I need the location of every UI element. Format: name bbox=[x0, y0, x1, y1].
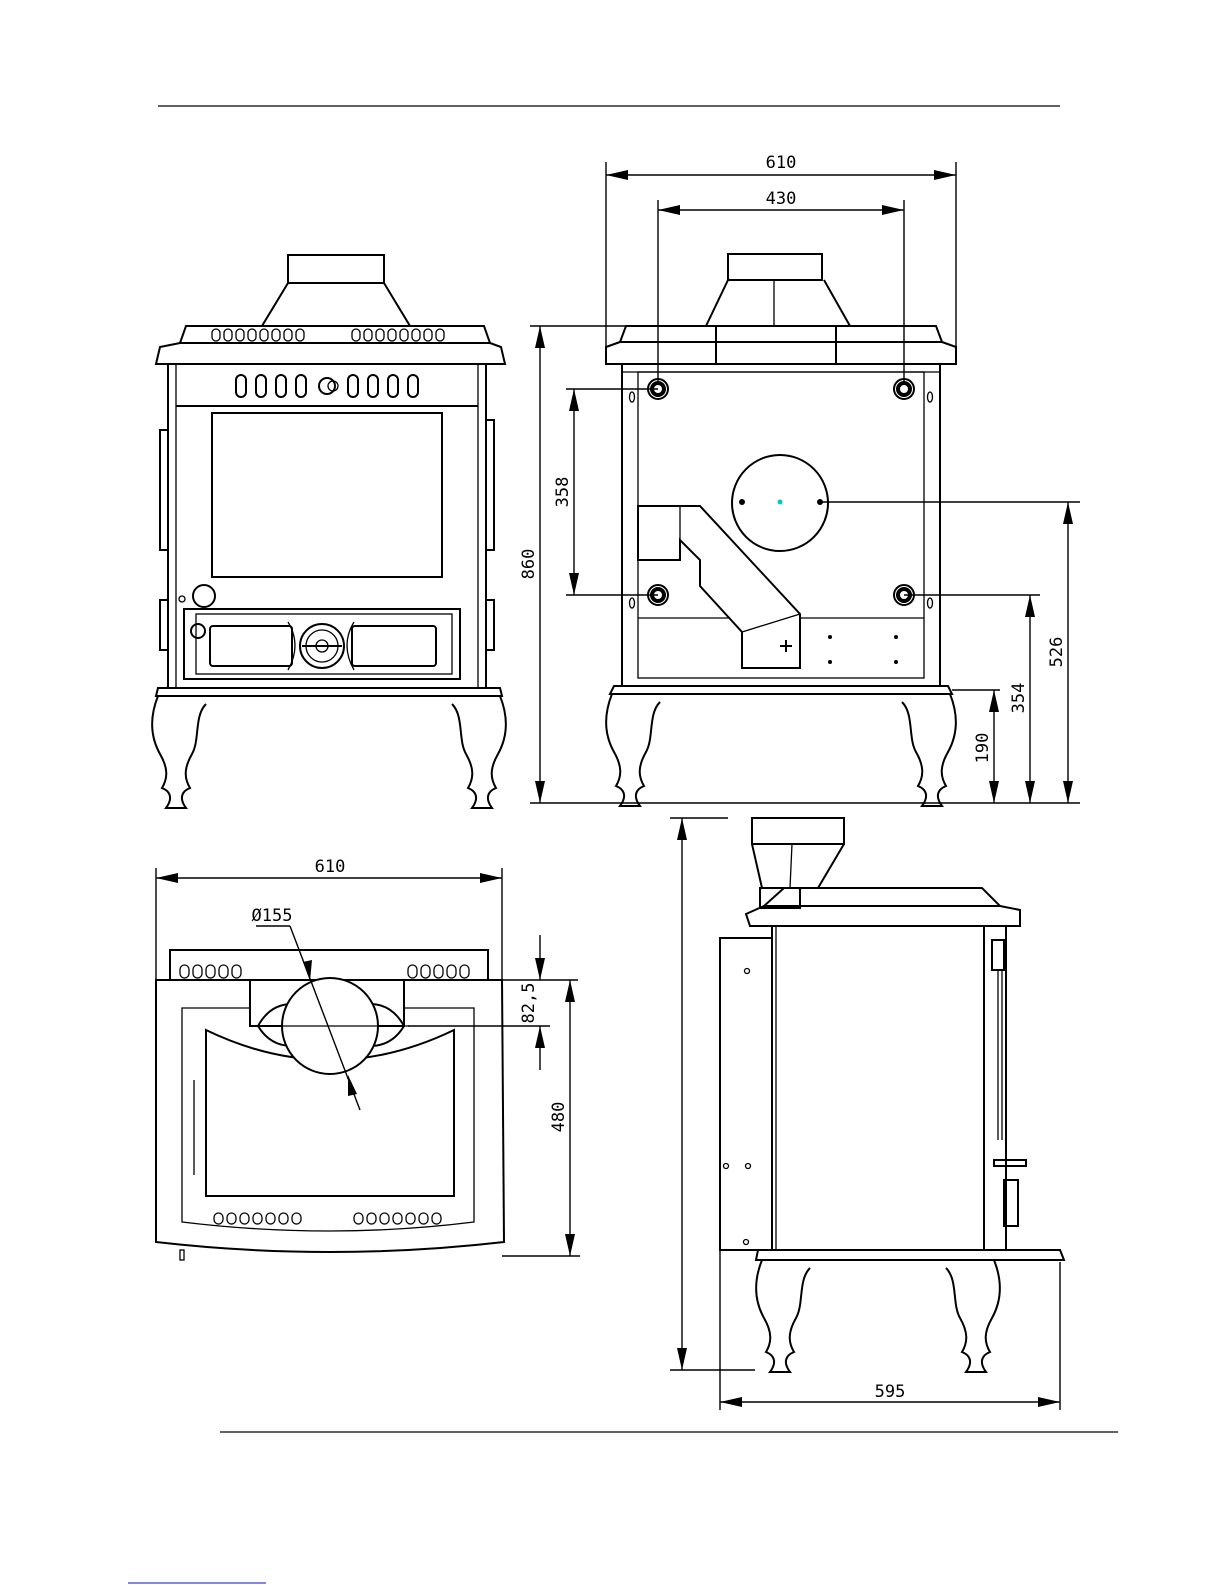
top-vent-row-left bbox=[212, 329, 304, 341]
dim-inlet-height: 190 bbox=[973, 733, 993, 764]
top-view-vents-front bbox=[214, 1213, 441, 1224]
side-view bbox=[720, 818, 1064, 1372]
rear-dimension-lines: 610 430 860 358 526 354 190 bbox=[519, 153, 1080, 803]
dim-flue-center-height: 526 bbox=[1047, 637, 1067, 668]
top-vent-row-right bbox=[352, 329, 444, 341]
dim-top-width: 610 bbox=[315, 857, 346, 877]
top-view-vents-left bbox=[180, 965, 241, 978]
dim-rear-width: 610 bbox=[766, 153, 797, 173]
top-view-vents-right bbox=[408, 965, 469, 978]
dim-outlet-vertical-spacing: 358 bbox=[553, 477, 573, 508]
dim-flue-offset: 82,5 bbox=[519, 983, 539, 1024]
dim-flue-diameter: Ø155 bbox=[252, 906, 293, 926]
dim-lower-outlet-height: 354 bbox=[1009, 683, 1029, 714]
dim-overall-height: 860 bbox=[519, 549, 539, 580]
dim-outlet-spacing: 430 bbox=[766, 189, 797, 209]
air-vent-slots bbox=[236, 375, 418, 397]
dim-top-depth: 480 bbox=[549, 1102, 569, 1133]
dim-side-depth: 595 bbox=[875, 1382, 906, 1402]
front-glass-window bbox=[212, 413, 442, 577]
top-view bbox=[156, 950, 504, 1260]
front-view bbox=[152, 255, 506, 808]
